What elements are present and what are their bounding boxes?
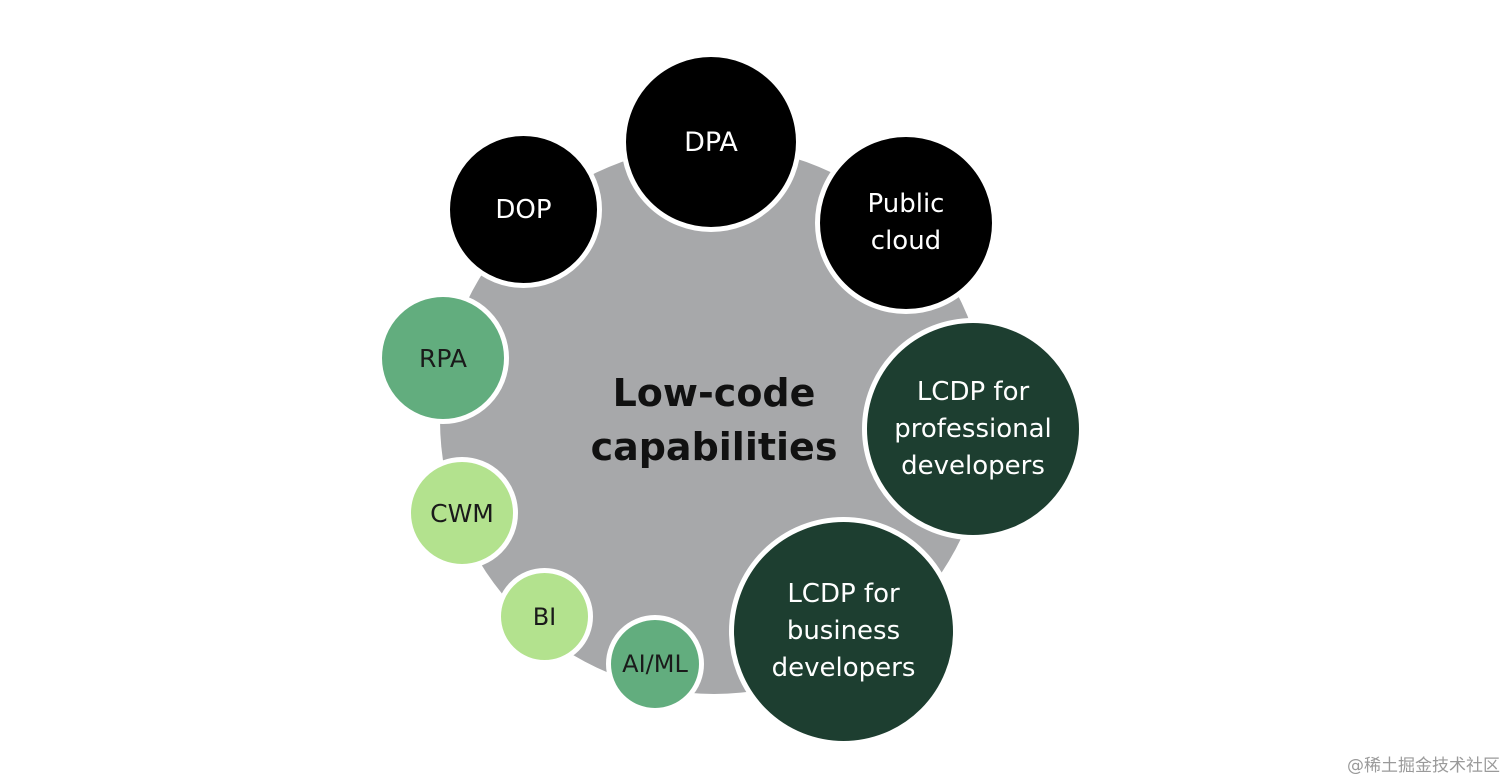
node-rpa-label: RPA — [419, 343, 467, 373]
node-ai-ml: AI/ML — [606, 615, 704, 713]
node-ai-ml-label: AI/ML — [622, 650, 688, 678]
node-cwm: CWM — [406, 457, 518, 569]
node-lcdp-professional: LCDP for professional developers — [862, 318, 1084, 540]
node-lcdp-business-label: LCDP for business developers — [771, 579, 916, 683]
node-bi-label: BI — [532, 602, 557, 631]
center-label: Low-code capabilities — [590, 371, 838, 469]
node-lcdp-business: LCDP for business developers — [729, 517, 958, 746]
node-rpa: RPA — [377, 292, 509, 424]
node-cwm-label: CWM — [430, 498, 494, 528]
node-dpa: DPA — [621, 52, 801, 232]
node-bi: BI — [496, 568, 593, 665]
node-public-cloud: Public cloud — [815, 132, 997, 314]
node-dop-label: DOP — [495, 194, 552, 225]
node-public-cloud-label: Public cloud — [867, 189, 945, 256]
node-dpa-label: DPA — [684, 126, 738, 158]
node-lcdp-professional-label: LCDP for professional developers — [894, 376, 1052, 481]
node-dop: DOP — [445, 131, 602, 288]
watermark-text: @稀土掘金技术社区 — [1347, 756, 1500, 776]
